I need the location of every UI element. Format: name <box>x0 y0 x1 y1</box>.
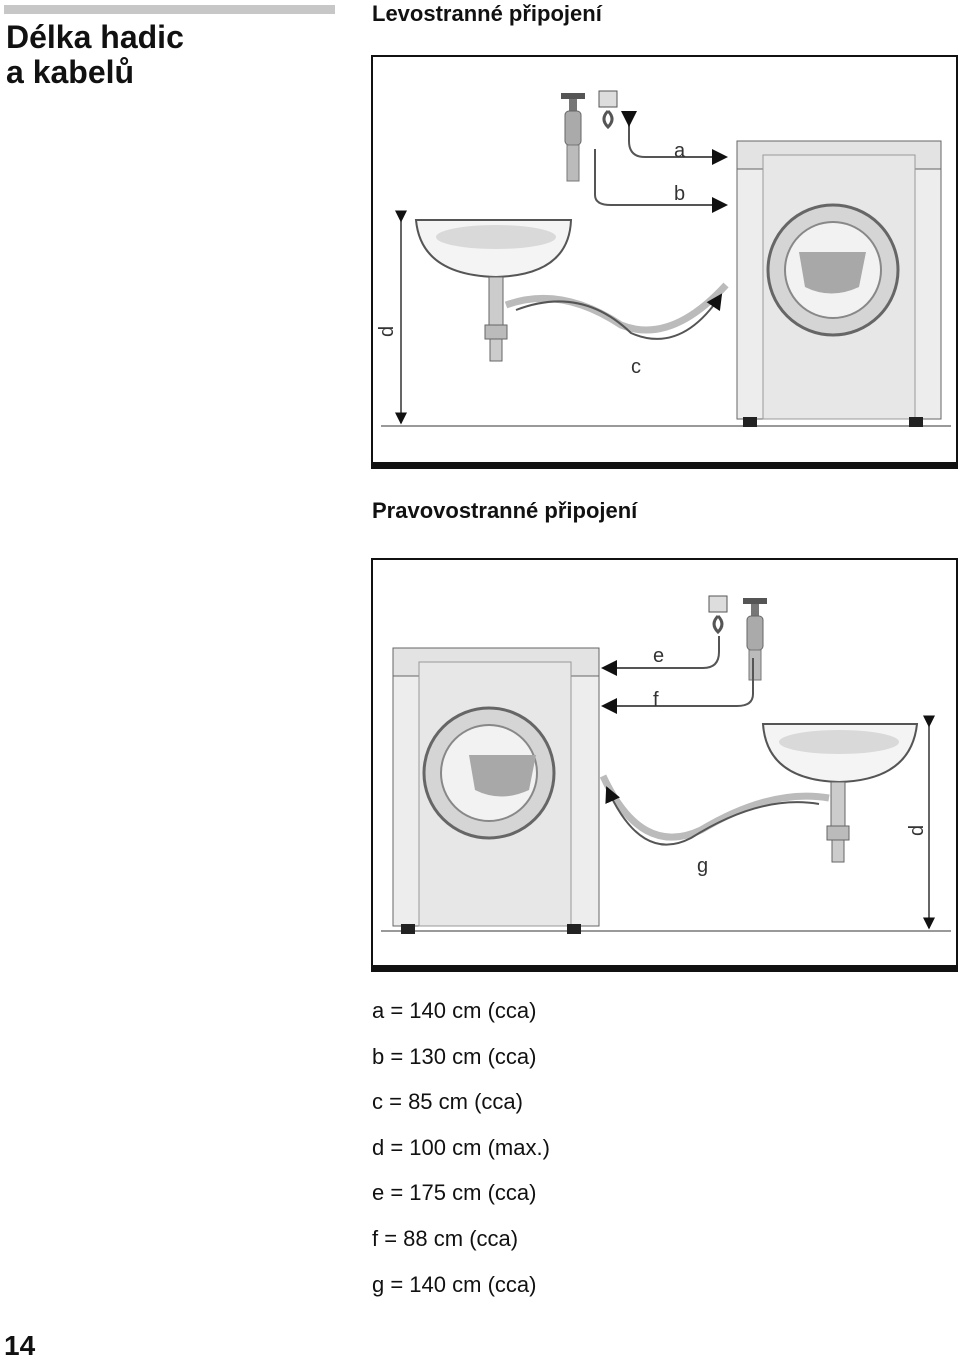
sink-icon <box>761 723 919 863</box>
dimension-label-g: g <box>697 855 708 877</box>
spec-item-d: d = 100 cm (max.) <box>372 1134 550 1160</box>
power-socket-icon <box>598 90 618 130</box>
section-title: Délka hadic a kabelů <box>6 20 184 90</box>
spec-item-e: e = 175 cm (cca) <box>372 1180 537 1206</box>
spec-item-f: f = 88 cm (cca) <box>372 1225 519 1251</box>
section-title-line-1: Délka hadic <box>6 19 184 55</box>
water-tap-icon <box>561 93 585 182</box>
right-connection-heading: Pravovostranné připojení <box>372 498 638 523</box>
left-connection-diagram: a b c d <box>371 55 958 469</box>
left-connection-heading: Levostranné připojení <box>372 1 602 26</box>
dimension-label-f: f <box>653 689 659 711</box>
dimension-label-d: d <box>376 326 398 337</box>
dimension-label-d: d <box>906 825 928 836</box>
spec-item-g: g = 140 cm (cca) <box>372 1271 537 1297</box>
spec-item-c: c = 85 cm (cca) <box>372 1089 523 1115</box>
section-title-line-2: a kabelů <box>6 54 135 90</box>
power-socket-icon <box>708 595 728 635</box>
water-tap-icon <box>743 598 767 681</box>
right-connection-diagram: e f g d <box>371 558 958 972</box>
dimension-label-a: a <box>674 140 686 162</box>
washing-machine-icon <box>392 647 600 934</box>
hose-length-list: a = 140 cm (cca) b = 130 cm (cca) c = 85… <box>372 988 550 1307</box>
sink-icon <box>414 219 573 362</box>
section-marker-bar <box>4 5 335 14</box>
page-number: 14 <box>4 1330 36 1361</box>
dimension-label-b: b <box>674 183 685 205</box>
spec-item-a: a = 140 cm (cca) <box>372 998 537 1023</box>
dimension-label-c: c <box>631 356 641 378</box>
dimension-label-e: e <box>653 645 664 667</box>
spec-item-b: b = 130 cm (cca) <box>372 1043 537 1069</box>
washing-machine-icon <box>736 140 942 427</box>
